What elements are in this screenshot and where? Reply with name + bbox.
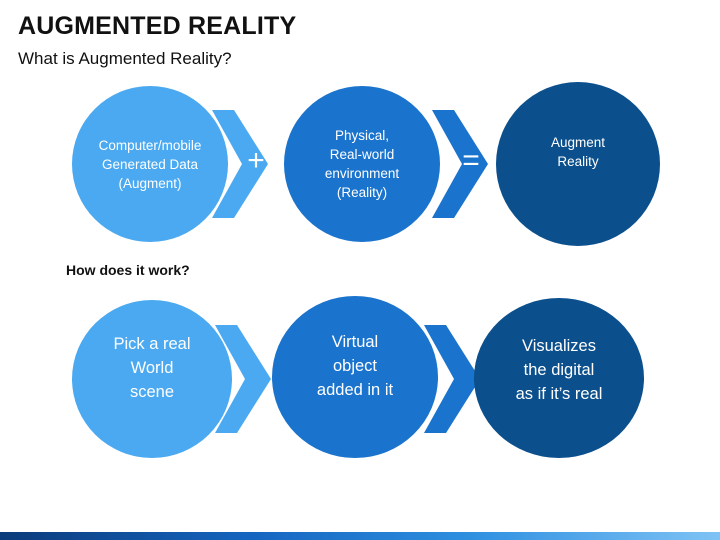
chevron-arrow-2 (432, 110, 488, 218)
plus-operator: + (247, 144, 265, 177)
circle-line: (Reality) (336, 185, 388, 200)
chevron-arrow-1 (212, 110, 268, 218)
circle-line: as if it’s real (515, 385, 603, 403)
circle-line: Pick a real (113, 335, 191, 353)
circle-pick-scene: Pick a real World scene (72, 300, 232, 458)
circle-line: (Augment) (118, 175, 182, 191)
circle-augment: Computer/mobile Generated Data (Augment) (72, 86, 228, 242)
circle-virtual-object: Virtual object added in it (272, 296, 438, 458)
circle-line: Real-world (329, 147, 395, 162)
circle-line: Virtual (331, 333, 379, 351)
circle-line: Reality (557, 154, 599, 169)
circle-line: environment (324, 166, 400, 181)
circle-line: scene (129, 383, 175, 401)
circle-line: Visualizes (522, 337, 596, 355)
page-subtitle: What is Augmented Reality? (18, 49, 232, 68)
chevron-arrow-3 (215, 325, 271, 433)
footer-gradient-bar (0, 532, 720, 540)
circle-line: added in it (316, 381, 394, 399)
circle-line: Computer/mobile (98, 137, 202, 153)
circle-visualizes: Visualizes the digital as if it’s real (474, 298, 644, 458)
circle-reality: Physical, Real-world environment (Realit… (284, 86, 440, 242)
circle-line: the digital (523, 361, 595, 379)
circle-line: object (332, 357, 378, 375)
circle-line: World (130, 359, 174, 377)
equals-operator: = (462, 144, 480, 177)
circle-augment-reality: Augment Reality (496, 82, 660, 246)
circle-line: Augment (550, 135, 606, 150)
page-title: AUGMENTED REALITY (18, 12, 297, 40)
circle-line: Generated Data (101, 156, 199, 172)
chevron-arrow-4 (424, 325, 480, 433)
circle-line: Physical, (334, 128, 389, 143)
section-heading: How does it work? (66, 262, 190, 278)
